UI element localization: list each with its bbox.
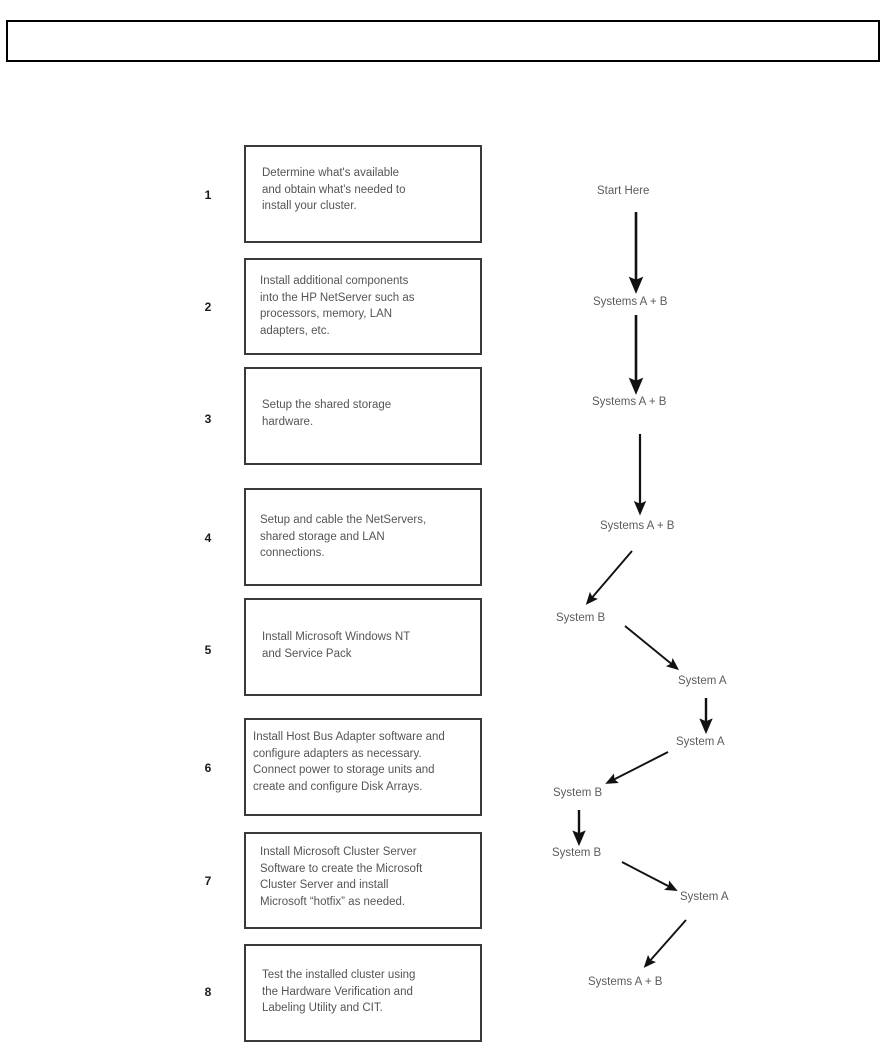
step-box-5: Install Microsoft Windows NT and Service… [244, 598, 482, 696]
step-text-1: Determine what's available and obtain wh… [262, 167, 406, 212]
step-number-4: 4 [204, 531, 212, 545]
step-number-7: 7 [204, 874, 212, 888]
step-text-3: Setup the shared storage hardware. [262, 399, 392, 428]
arrow-system-b-1-to-system-a-1 [624, 625, 680, 671]
flow-label-systems-ab-1: Systems A + B [593, 296, 668, 308]
step-box-4: Setup and cable the NetServers, shared s… [244, 488, 482, 586]
arrow-system-a-3-to-systems-ab-4 [643, 919, 687, 968]
step-text-6: Install Host Bus Adapter software and co… [253, 731, 445, 793]
step-text-8: Test the installed cluster using the Har… [262, 969, 416, 1014]
step-text-4: Setup and cable the NetServers, shared s… [260, 514, 427, 559]
step-number-2: 2 [204, 300, 212, 314]
flow-label-system-b-1: System B [556, 612, 606, 624]
step-number-5: 5 [204, 643, 212, 657]
step-number-3: 3 [204, 412, 212, 426]
step-text-7: Install Microsoft Cluster Server Softwar… [260, 846, 423, 908]
flow-label-system-a-3: System A [680, 891, 729, 903]
arrow-system-a-2-to-system-b-2 [605, 751, 669, 784]
step-number-1: 1 [204, 188, 212, 202]
flow-label-start-here: Start Here [597, 185, 650, 197]
flow-label-systems-ab-4: Systems A + B [588, 976, 663, 988]
header-band-divider [8, 40, 878, 42]
step-box-3: Setup the shared storage hardware. [244, 367, 482, 465]
step-box-8: Test the installed cluster using the Har… [244, 944, 482, 1042]
flow-label-system-b-2: System B [553, 787, 603, 799]
page-header-band [6, 20, 880, 62]
step-box-1: Determine what's available and obtain wh… [244, 145, 482, 243]
arrow-system-b-3-to-system-a-3 [621, 861, 678, 891]
step-number-6: 6 [204, 761, 212, 775]
flow-label-system-b-3: System B [552, 847, 602, 859]
step-box-6: Install Host Bus Adapter software and co… [244, 718, 482, 816]
step-text-5: Install Microsoft Windows NT and Service… [262, 631, 411, 660]
flow-label-systems-ab-2: Systems A + B [592, 396, 667, 408]
step-number-8: 8 [204, 985, 212, 999]
flow-label-system-a-2: System A [676, 736, 725, 748]
step-box-7: Install Microsoft Cluster Server Softwar… [244, 832, 482, 929]
flow-label-system-a-1: System A [678, 675, 727, 687]
step-text-2: Install additional components into the H… [260, 275, 415, 337]
flow-label-systems-ab-3: Systems A + B [600, 520, 675, 532]
arrow-systems-ab-3-to-system-b-1 [585, 550, 633, 605]
step-box-2: Install additional components into the H… [244, 258, 482, 355]
